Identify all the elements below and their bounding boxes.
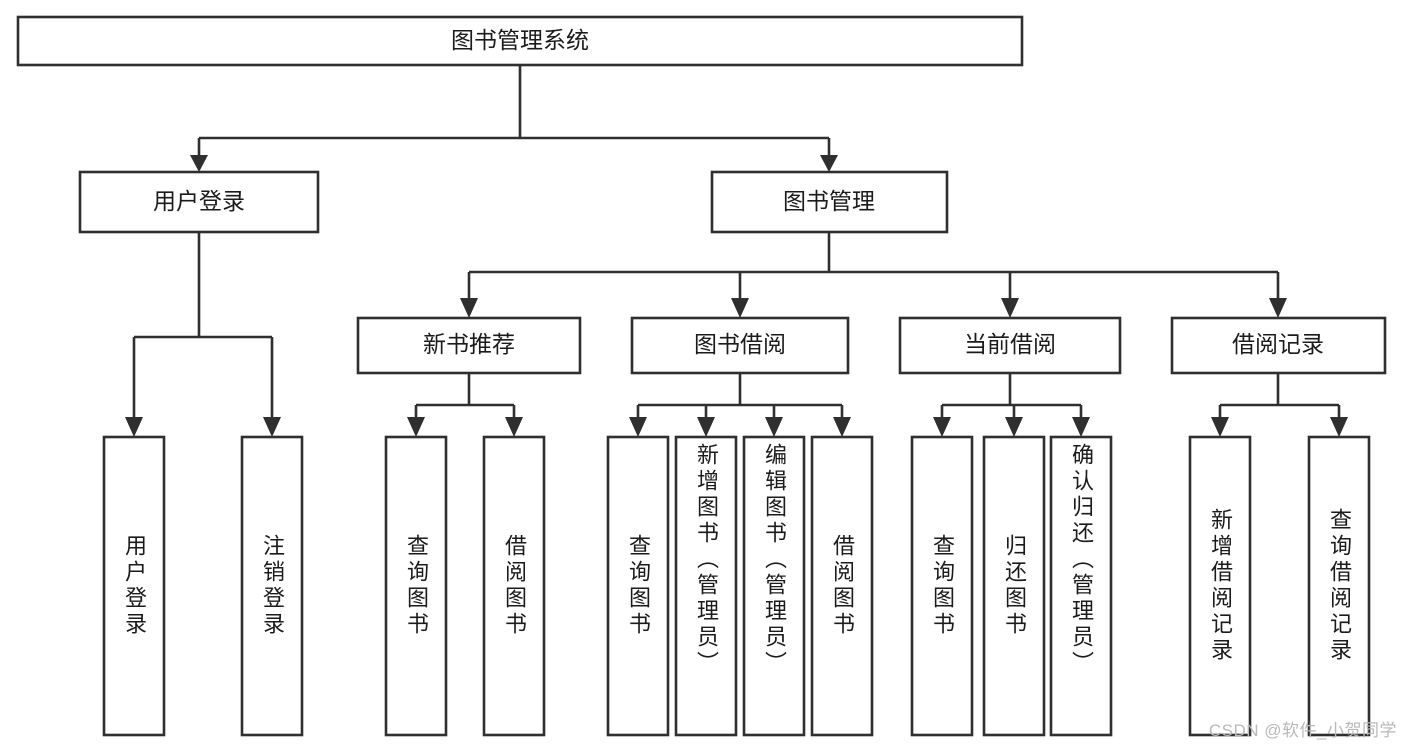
leaf-edit-book-box[interactable]: [742, 435, 806, 737]
leaf-node-query-book-2[interactable]: 查询图书: [606, 435, 670, 737]
node-book-borrow-box[interactable]: [630, 316, 850, 375]
node-user-login-label: 用户登录: [153, 188, 245, 214]
arrow-head-leaf-confirm-return: [1072, 417, 1090, 437]
leaf-confirm-return-label: 确认归还（管理员）: [1069, 443, 1094, 677]
leaf-user-login-text-wrap: 用户登录: [122, 534, 147, 638]
leaf-return-book-box[interactable]: [982, 435, 1046, 737]
leaf-query-book-1-box[interactable]: [384, 435, 448, 737]
leaf-node-borrow-book-1[interactable]: 借阅图书: [482, 435, 546, 737]
leaf-add-record-box[interactable]: [1188, 435, 1252, 737]
arrow-head-leaf-query-book-1: [407, 417, 425, 437]
leaf-add-book-box[interactable]: [674, 435, 738, 737]
node-new-book-recommend-box[interactable]: [356, 316, 582, 375]
node-book-borrow-label: 图书借阅: [694, 331, 786, 357]
leaf-add-book-label: 新增图书（管理员）: [694, 443, 719, 677]
leaf-node-add-book[interactable]: 新增图书（管理员）: [674, 435, 738, 737]
arrow-head-leaf-return-book: [1005, 417, 1023, 437]
arrow-head-borrow-record: [1269, 298, 1287, 318]
leaf-return-book-label: 归还图书: [1002, 534, 1027, 638]
arrow-head-leaf-query-book-3: [933, 417, 951, 437]
leaf-borrow-book-1-box[interactable]: [482, 435, 546, 737]
leaf-query-record-label: 查询借阅记录: [1327, 508, 1352, 664]
leaf-borrow-book-2-label: 借阅图书: [830, 534, 855, 638]
leaf-borrow-book-2-text-wrap: 借阅图书: [830, 534, 855, 638]
node-current-borrow[interactable]: 当前借阅: [898, 316, 1122, 375]
node-new-book-recommend-label: 新书推荐: [423, 331, 515, 357]
arrow-head-book-borrow: [731, 298, 749, 318]
leaf-node-query-book-1[interactable]: 查询图书: [384, 435, 448, 737]
leaf-query-book-2-label: 查询图书: [626, 534, 651, 638]
node-new-book-recommend[interactable]: 新书推荐: [356, 316, 582, 375]
leaf-user-login-label: 用户登录: [122, 534, 147, 638]
leaf-query-book-3-text-wrap: 查询图书: [930, 534, 955, 638]
leaf-borrow-book-1-label: 借阅图书: [502, 534, 527, 638]
node-user-login-box[interactable]: [78, 170, 320, 234]
leaf-node-add-record[interactable]: 新增借阅记录: [1188, 435, 1252, 737]
node-current-borrow-label: 当前借阅: [964, 331, 1056, 357]
arrow-head-user-login: [190, 155, 208, 172]
leaf-node-query-record[interactable]: 查询借阅记录: [1307, 435, 1371, 737]
leaf-add-book-text-wrap: 新增图书（管理员）: [694, 443, 719, 677]
node-borrow-record[interactable]: 借阅记录: [1170, 316, 1387, 375]
node-root-label: 图书管理系统: [451, 27, 589, 53]
node-book-manage-box[interactable]: [710, 170, 949, 234]
arrow-head-current-borrow: [1001, 298, 1019, 318]
leaf-node-query-book-3[interactable]: 查询图书: [910, 435, 974, 737]
leaf-node-user-login[interactable]: 用户登录: [102, 435, 166, 737]
leaf-confirm-return-text-wrap: 确认归还（管理员）: [1069, 443, 1094, 677]
leaf-logout-box[interactable]: [240, 435, 304, 737]
arrow-head-leaf-query-book-2: [629, 417, 647, 437]
node-borrow-record-label: 借阅记录: [1232, 331, 1324, 357]
leaf-user-login-box[interactable]: [102, 435, 166, 737]
leaf-node-confirm-return[interactable]: 确认归还（管理员）: [1049, 435, 1113, 737]
node-current-borrow-box[interactable]: [898, 316, 1122, 375]
leaf-borrow-book-1-text-wrap: 借阅图书: [502, 534, 527, 638]
arrow-head-leaf-logout: [263, 417, 281, 437]
leaf-query-book-2-box[interactable]: [606, 435, 670, 737]
node-borrow-record-box[interactable]: [1170, 316, 1387, 375]
leaf-edit-book-label: 编辑图书（管理员）: [762, 443, 787, 677]
leaf-node-borrow-book-2[interactable]: 借阅图书: [810, 435, 874, 737]
arrow-head-book-manage: [820, 155, 838, 172]
arrow-head-leaf-borrow-book-1: [505, 417, 523, 437]
node-book-manage-label: 图书管理: [783, 188, 875, 214]
leaf-query-record-text-wrap: 查询借阅记录: [1327, 508, 1352, 664]
leaf-query-book-1-text-wrap: 查询图书: [404, 534, 429, 638]
arrow-head-leaf-add-record: [1211, 417, 1229, 437]
leaf-confirm-return-box[interactable]: [1049, 435, 1113, 737]
arrow-head-leaf-add-book: [697, 417, 715, 437]
leaf-edit-book-text-wrap: 编辑图书（管理员）: [762, 443, 787, 677]
node-user-login[interactable]: 用户登录: [78, 170, 320, 234]
leaf-query-book-1-label: 查询图书: [404, 534, 429, 638]
leaf-query-book-3-label: 查询图书: [930, 534, 955, 638]
arrow-head-new-book-recommend: [460, 298, 478, 318]
leaf-node-edit-book[interactable]: 编辑图书（管理员）: [742, 435, 806, 737]
arrow-head-leaf-edit-book: [765, 417, 783, 437]
leaf-logout-label: 注销登录: [260, 534, 285, 638]
leaf-add-record-text-wrap: 新增借阅记录: [1208, 508, 1233, 664]
arrow-head-leaf-borrow-book-2: [833, 417, 851, 437]
leaf-add-record-label: 新增借阅记录: [1208, 508, 1233, 664]
leaf-query-book-2-text-wrap: 查询图书: [626, 534, 651, 638]
connector-layer: [125, 65, 1348, 437]
leaf-return-book-text-wrap: 归还图书: [1002, 534, 1027, 638]
node-root[interactable]: 图书管理系统: [16, 15, 1024, 67]
leaf-query-book-3-box[interactable]: [910, 435, 974, 737]
node-book-borrow[interactable]: 图书借阅: [630, 316, 850, 375]
leaf-borrow-book-2-box[interactable]: [810, 435, 874, 737]
leaf-logout-text-wrap: 注销登录: [260, 534, 285, 638]
node-root-box[interactable]: [16, 15, 1024, 67]
node-book-manage[interactable]: 图书管理: [710, 170, 949, 234]
leaf-query-record-box[interactable]: [1307, 435, 1371, 737]
arrow-head-leaf-query-record: [1330, 417, 1348, 437]
leaf-node-return-book[interactable]: 归还图书: [982, 435, 1046, 737]
arrow-head-leaf-user-login: [125, 417, 143, 437]
leaf-node-logout[interactable]: 注销登录: [240, 435, 304, 737]
